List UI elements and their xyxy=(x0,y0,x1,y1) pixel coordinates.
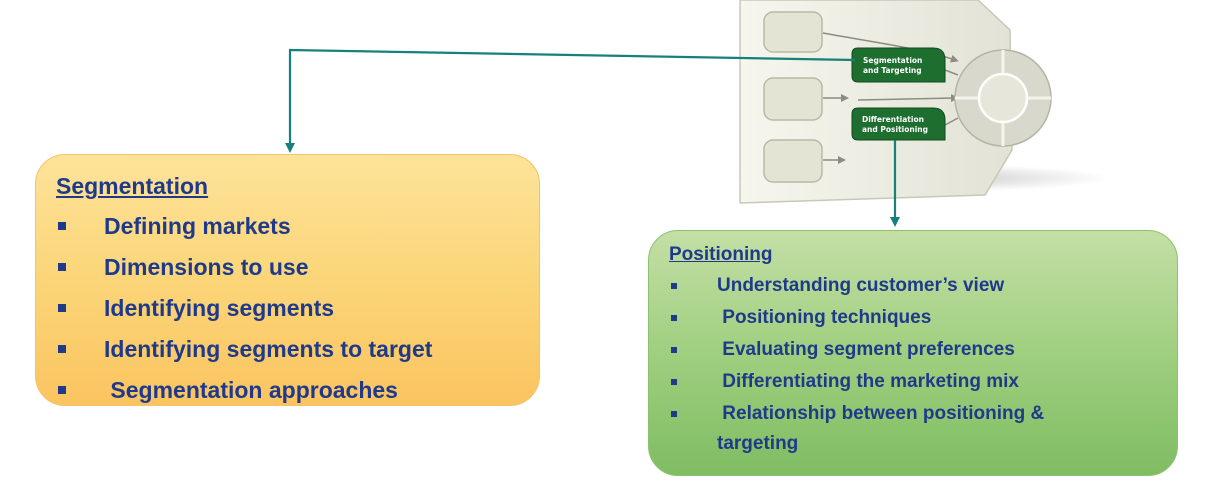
segmentation-item: Identifying segments xyxy=(56,288,539,329)
flow-arrow-4 xyxy=(857,94,959,103)
segmentation-targeting-node xyxy=(851,47,946,83)
positioning-box: Positioning Understanding customer’s vie… xyxy=(648,230,1178,476)
flow-arrow-5 xyxy=(944,69,959,76)
segmentation-box: Segmentation Defining markets Dimensions… xyxy=(35,154,540,406)
positioning-item: Understanding customer’s view xyxy=(669,270,1177,302)
positioning-title: Positioning xyxy=(669,244,773,265)
segmentation-item: Identifying segments to target xyxy=(56,329,539,370)
flow-arrow-6 xyxy=(944,117,959,126)
segmentation-item: Dimensions to use xyxy=(56,247,539,288)
differentiation-positioning-label-1: Differentiation xyxy=(862,115,924,124)
target-circle xyxy=(954,49,1052,147)
segmentation-item: Segmentation approaches xyxy=(56,370,539,411)
input-block-2 xyxy=(763,77,823,121)
positioning-item: Differentiating the marketing mix xyxy=(669,366,1177,398)
segmentation-connector-arrow xyxy=(285,48,856,153)
input-block-1 xyxy=(763,11,823,53)
differentiation-positioning-label-2: and Positioning xyxy=(862,125,928,134)
segmentation-list: Defining markets Dimensions to use Ident… xyxy=(56,206,539,411)
input-block-3 xyxy=(763,139,823,183)
segmentation-targeting-label-1: Segmentation xyxy=(863,56,922,65)
positioning-item-continuation: targeting xyxy=(717,433,799,454)
differentiation-positioning-node xyxy=(851,107,946,141)
segmentation-title: Segmentation xyxy=(56,173,209,199)
positioning-item-text: Relationship between positioning & xyxy=(717,403,1045,424)
positioning-item: Positioning techniques xyxy=(669,302,1177,334)
segmentation-item: Defining markets xyxy=(56,206,539,247)
positioning-item: Relationship between positioning & xyxy=(669,398,1177,430)
segmentation-targeting-label-2: and Targeting xyxy=(863,66,922,75)
positioning-list: Understanding customer’s view Positionin… xyxy=(669,270,1177,430)
positioning-item: Evaluating segment preferences xyxy=(669,334,1177,366)
